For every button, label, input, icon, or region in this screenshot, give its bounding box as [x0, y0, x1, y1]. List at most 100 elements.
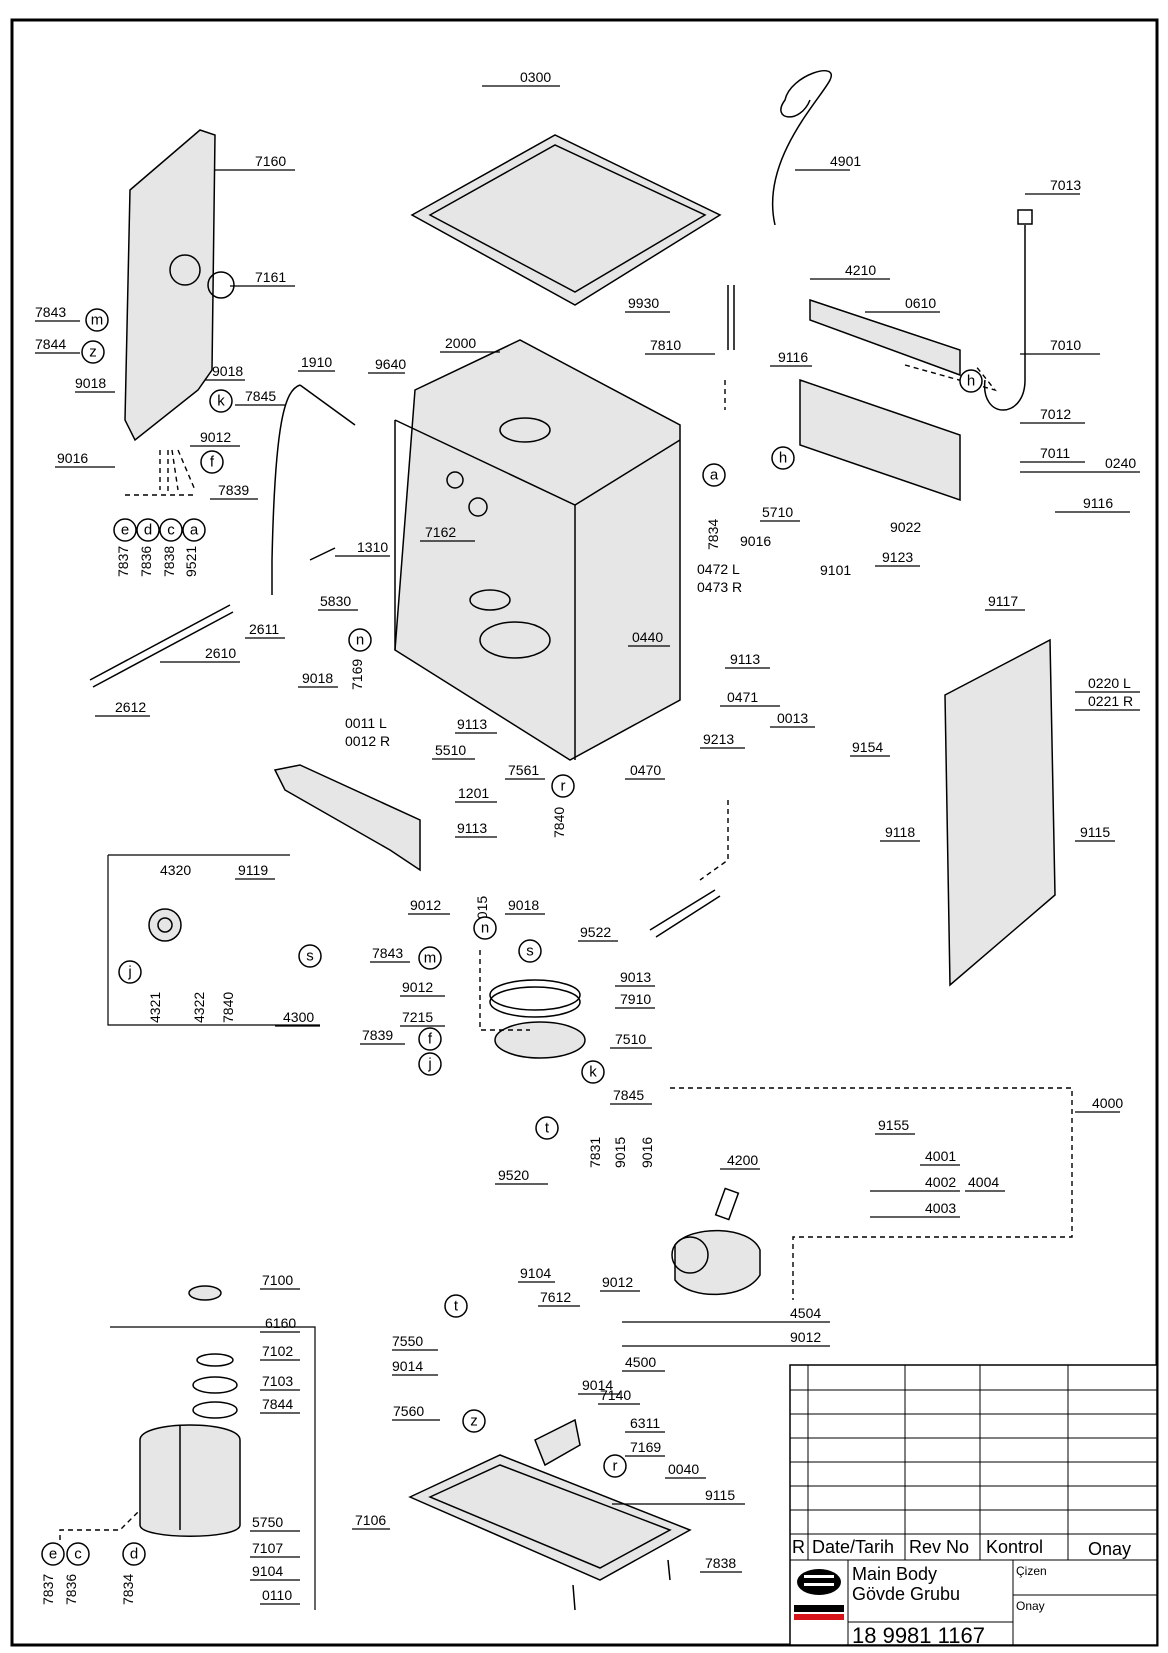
- part-number-label: 9016: [740, 533, 771, 549]
- part-number-label: 9930: [628, 295, 659, 311]
- part-number-label: 7845: [613, 1087, 644, 1103]
- part-number-label: 5830: [320, 593, 351, 609]
- callout-letter: a: [710, 467, 719, 484]
- callout-letter: c: [167, 522, 175, 539]
- tb-title-en: Main Body: [852, 1564, 937, 1584]
- part-number-label: 9018: [75, 375, 106, 391]
- part-number-label: 7169: [630, 1439, 661, 1455]
- part-number-label: 2612: [115, 699, 146, 715]
- part-number-label: 0470: [630, 762, 661, 778]
- part-number-label: 9018: [212, 363, 243, 379]
- part-number-label: 0011 L: [345, 715, 387, 731]
- callout-circle: [85, 308, 109, 332]
- callout-letter: d: [144, 522, 152, 539]
- callout-letter: h: [967, 373, 975, 390]
- callout-s: s: [298, 944, 322, 968]
- part-number-label: 7106: [355, 1512, 386, 1528]
- part-number-label: 0013: [777, 710, 808, 726]
- callout-letter: h: [779, 450, 787, 467]
- part-number-label: 9013: [620, 969, 651, 985]
- callout-z: z: [81, 340, 105, 364]
- callout-letter: j: [127, 964, 131, 981]
- callout-e: e: [41, 1542, 65, 1566]
- part-number-label: 9640: [375, 356, 406, 372]
- tb-approved-label: Onay: [1016, 1599, 1045, 1613]
- part-number-label: 4300: [283, 1009, 314, 1025]
- callout-letter: j: [427, 1056, 431, 1073]
- part-number-label: 0040: [668, 1461, 699, 1477]
- tb-date-header: Date/Tarih: [812, 1537, 894, 1557]
- callout-circle: [581, 1060, 605, 1084]
- part-number-label: 0610: [905, 295, 936, 311]
- callout-letter: c: [74, 1546, 82, 1563]
- part-number-label: 9113: [457, 716, 487, 732]
- part-number-label: 0440: [632, 629, 663, 645]
- part-number-label: 9018: [508, 897, 539, 913]
- tb-title-tr: Gövde Grubu: [852, 1584, 960, 1604]
- part-number-label: 7843: [35, 304, 66, 320]
- part-number-label: 7012: [1040, 406, 1071, 422]
- callout-n: n: [473, 916, 497, 940]
- part-number-label: 5510: [435, 742, 466, 758]
- front-rail-shape: [799, 378, 961, 502]
- callout-letter: s: [306, 948, 314, 965]
- part-number-label: 9115: [1080, 824, 1110, 840]
- part-number-label: 9018: [302, 670, 333, 686]
- part-number-label: 9012: [602, 1274, 633, 1290]
- part-number-label: 9015: [612, 1137, 628, 1168]
- part-number-label: 9012: [200, 429, 231, 445]
- part-number-label: 2000: [445, 335, 476, 351]
- callout-h: h: [771, 446, 795, 470]
- part-number-label: 9012: [790, 1329, 821, 1345]
- sump-shape: [494, 1021, 586, 1059]
- callout-circle: [122, 1542, 146, 1566]
- part-number-label: 9213: [703, 731, 734, 747]
- part-number-label: 7560: [393, 1403, 424, 1419]
- callout-h: h: [959, 369, 983, 393]
- part-number-label: 7215: [402, 1009, 433, 1025]
- part-number-label: 9521: [183, 546, 199, 577]
- part-number-label: 2611: [249, 621, 279, 637]
- callout-n: n: [348, 628, 372, 652]
- callout-circle: [418, 946, 442, 970]
- part-number-label: 6160: [265, 1315, 296, 1331]
- callout-circle: [298, 944, 322, 968]
- part-number-label: 0110: [262, 1587, 292, 1603]
- part-number-label: 7510: [615, 1031, 646, 1047]
- part-number-label: 7010: [1050, 337, 1081, 353]
- part-number-label: 9101: [820, 562, 851, 578]
- callout-m: m: [85, 308, 109, 332]
- callout-letter: m: [91, 312, 104, 329]
- part-number-label: 4000: [1092, 1095, 1123, 1111]
- part-number-label: 7140: [600, 1387, 631, 1403]
- part-number-label: 0473 R: [697, 579, 742, 595]
- top-cover-shape: [410, 134, 722, 306]
- part-number-label: 4200: [727, 1152, 758, 1168]
- part-number-label: 9014: [582, 1377, 613, 1393]
- callout-circle: [159, 518, 183, 542]
- group-7100-outline: [110, 1326, 316, 1610]
- tb-control-header: Kontrol: [986, 1537, 1043, 1557]
- part-number-label: 7100: [262, 1272, 293, 1288]
- part-number-label: 4001: [925, 1148, 956, 1164]
- callout-m: m: [418, 946, 442, 970]
- part-number-label: 9118: [885, 824, 915, 840]
- callout-letter: f: [428, 1031, 433, 1048]
- callout-f: f: [418, 1027, 442, 1051]
- part-drawings: [89, 70, 1056, 1611]
- callout-circle: [959, 369, 983, 393]
- callout-circle: [182, 518, 206, 542]
- part-number-label: 9116: [1083, 495, 1113, 511]
- part-number-label: 2610: [205, 645, 236, 661]
- callout-circle: [702, 463, 726, 487]
- callout-letter: n: [481, 920, 489, 937]
- part-number-label: 7843: [372, 945, 403, 961]
- part-number-label: 7839: [362, 1027, 393, 1043]
- callout-d: d: [122, 1542, 146, 1566]
- callout-f: f: [200, 450, 224, 474]
- title-block: R Date/Tarih Rev No Kontrol Onay Main Bo…: [789, 1364, 1158, 1648]
- callout-r: r: [551, 774, 575, 798]
- tb-drawing-number: 18 9981 1167: [852, 1623, 985, 1648]
